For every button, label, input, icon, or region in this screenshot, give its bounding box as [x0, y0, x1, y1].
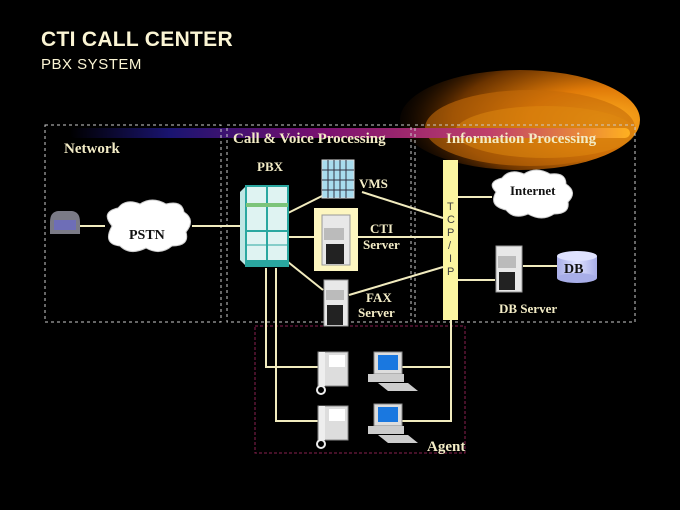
fax-server-label-2: Server: [358, 305, 395, 320]
connector-pbx-vms: [287, 195, 323, 214]
fax-server-icon: [323, 279, 349, 327]
cti-server-label-2: Server: [363, 237, 400, 252]
tcpip-letter: /: [448, 240, 452, 252]
connector-pbx-fax: [287, 261, 324, 291]
database-icon: [557, 251, 597, 283]
network-section-label: Network: [64, 141, 120, 157]
page-title: CTI CALL CENTER: [41, 28, 233, 51]
call-voice-section-label: Call & Voice Processing: [233, 131, 386, 147]
db-server-icon: [495, 245, 523, 293]
pstn-cloud-icon: [106, 199, 191, 252]
call-voice-section: [226, 124, 412, 323]
fax-server-label-1: FAX: [366, 290, 392, 305]
agent-section-label: Agent: [427, 439, 465, 455]
vms-icon: [321, 159, 355, 199]
tcpip-bus: [443, 160, 458, 320]
db-server-label: DB Server: [499, 301, 557, 316]
agent-computer-icon: [368, 403, 418, 443]
connector-pbx-phone1: [265, 268, 318, 368]
internet-label: Internet: [510, 183, 556, 198]
connectors: [80, 191, 557, 422]
agent-computer-icon: [368, 351, 418, 391]
information-section-label: Information Processing: [446, 131, 597, 147]
agent-phone-icon: [316, 351, 349, 395]
agent-section: [254, 325, 466, 454]
telephone-icon: [50, 211, 80, 234]
connector-pbx-phone2: [275, 268, 318, 422]
tcpip-letter: T: [447, 201, 454, 213]
highlight-glow: [400, 70, 640, 170]
tcpip-letter: C: [447, 214, 455, 226]
internet-cloud-icon: [491, 169, 573, 219]
tcpip-letter: P: [447, 227, 454, 239]
highlight-band: [70, 128, 630, 138]
cti-server-label-1: CTI: [370, 221, 393, 236]
cti-server-icon: [321, 214, 351, 266]
vms-label: VMS: [359, 176, 388, 191]
tcpip-labels: T C P / I P: [447, 201, 455, 278]
tcpip-letter: I: [449, 253, 452, 265]
connector-tcpip-pc1: [400, 320, 452, 368]
tcpip-letter: P: [447, 266, 454, 278]
connector-fax-tcpip: [348, 266, 444, 296]
db-label: DB: [564, 262, 583, 277]
pbx-icon: [240, 185, 289, 267]
connector-tcpip-pc2: [400, 367, 452, 422]
agent-phone-icon: [316, 405, 349, 449]
page-subtitle: PBX SYSTEM: [41, 56, 142, 73]
information-section: [414, 124, 636, 323]
pstn-label: PSTN: [129, 228, 165, 243]
pbx-label: PBX: [257, 159, 284, 174]
connector-vms-tcpip: [361, 191, 444, 219]
